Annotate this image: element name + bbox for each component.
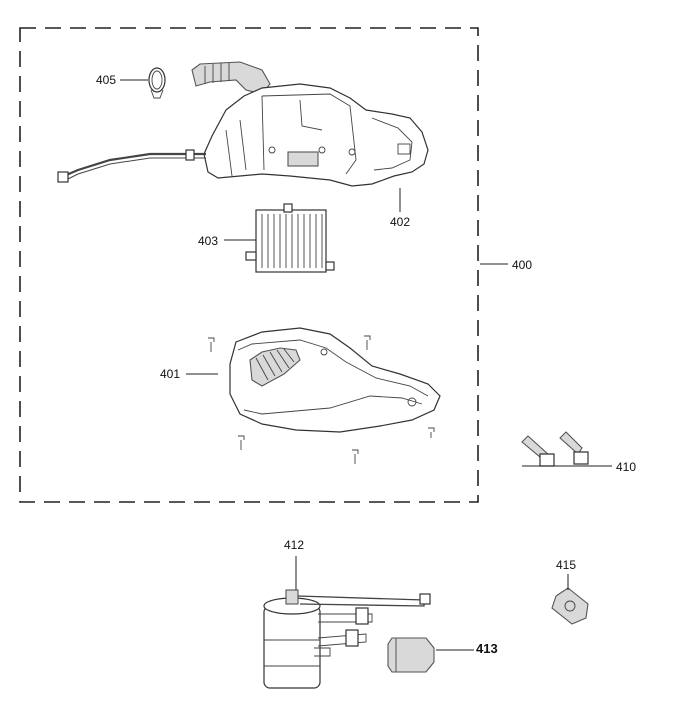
bolts-410 [521, 431, 589, 467]
filter-element-403 [245, 203, 335, 273]
cover-401 [208, 327, 441, 464]
callout-401: 401 [160, 367, 181, 381]
assembly-400-boundary [19, 27, 479, 503]
callout-402: 402 [390, 215, 411, 229]
callout-413: 413 [476, 641, 498, 656]
filter-cap-413 [387, 637, 435, 673]
callout-415: 415 [556, 558, 577, 572]
pump-assembly-412 [263, 589, 431, 689]
hose-clamp-405 [148, 67, 166, 99]
callout-400: 400 [512, 258, 533, 272]
airbox-housing-402 [57, 61, 429, 187]
callout-412: 412 [284, 538, 305, 552]
callout-403: 403 [198, 234, 219, 248]
callout-405: 405 [96, 73, 117, 87]
clip-415 [551, 587, 589, 625]
callout-410: 410 [616, 460, 637, 474]
